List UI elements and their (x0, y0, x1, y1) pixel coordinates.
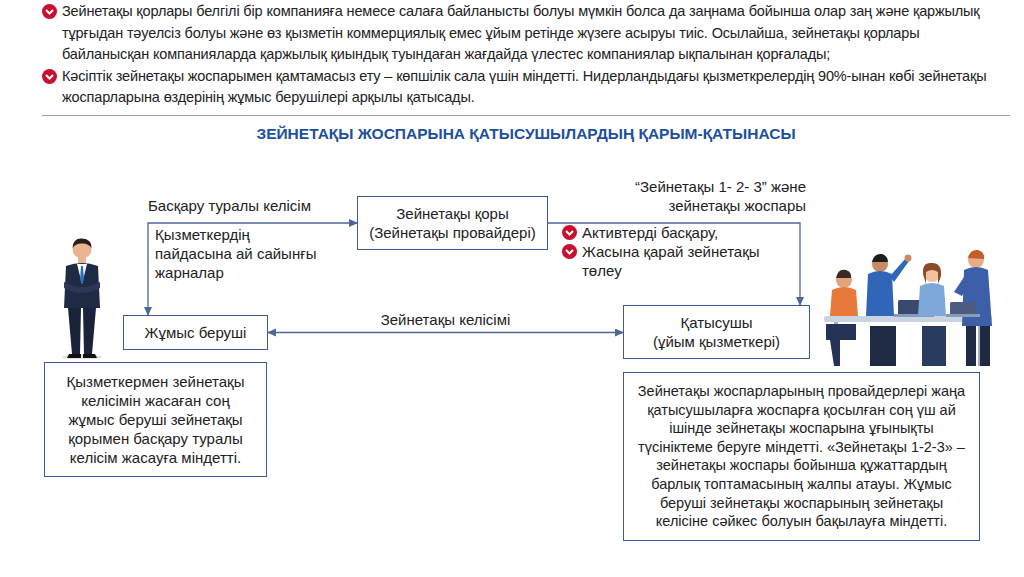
figure-shape (64, 263, 100, 308)
figure-shape (870, 326, 896, 366)
figure-shape (946, 314, 980, 317)
team-illustration (814, 244, 1006, 370)
box-text: Жұмыс беруші (132, 323, 259, 342)
box-text: (Зейнетақы провайдері) (366, 223, 539, 242)
figure-shape (77, 264, 87, 284)
figure-shape (80, 266, 84, 283)
participant-box: Қатысушы(ұйым қызметкері) (623, 305, 810, 359)
note-box: Қызметкермен зейнетақы келісімін жасаған… (44, 362, 267, 477)
edge-label: Зейнетақы келісімі (381, 310, 511, 329)
bullet-paragraph: Кәсіптік зейнетақы жоспарымен қамтамасыз… (42, 66, 1010, 109)
figure-shape (905, 255, 912, 262)
bullet-item: Активтерді басқару, (562, 223, 788, 242)
divider-rule (42, 115, 1010, 116)
figure-shape (954, 274, 970, 296)
figure-shape (826, 324, 856, 340)
duty-list: Активтерді басқару,Жасына қарай зейнетақ… (562, 223, 788, 280)
box-text: Қатысушы (632, 313, 801, 332)
figure-shape (62, 355, 102, 360)
figure-shape (83, 308, 96, 354)
figure-shape (950, 302, 976, 316)
figure-shape (918, 283, 946, 316)
figure-shape (836, 270, 851, 278)
edge-label: “Зейнетақы 1- 2- 3” және зейнетақы жоспа… (561, 177, 806, 215)
figure-shape (922, 326, 946, 366)
figure-shape (83, 354, 97, 358)
employer-box: Жұмыс беруші (123, 315, 268, 350)
intro-text: Зейнетақы қорлары белгілі бір компанияға… (42, 1, 1010, 143)
bullet-paragraph: Зейнетақы қорлары белгілі бір компанияға… (42, 1, 1010, 66)
note-box: Зейнетақы жоспарларының провайдерлері жа… (623, 372, 980, 541)
bullet-item: Жасына қарай зейнетақы төлеу (562, 242, 788, 280)
figure-shape (923, 263, 941, 284)
box-text: Зейнетақы жоспарларының провайдерлері жа… (636, 382, 967, 531)
flow-label: Қызметкердің пайдасына ай сайынғы жарнал… (155, 225, 325, 282)
figure-shape (68, 308, 81, 354)
connector-arrow (148, 223, 357, 315)
diagram-title: ЗЕЙНЕТАҚЫ ЖОСПАРЫНА ҚАТЫСУШЫЛАРДЫҢ ҚАРЫМ… (42, 125, 1010, 143)
fund-box: Зейнетақы қоры(Зейнетақы провайдері) (357, 196, 548, 250)
figure-shape (872, 254, 888, 262)
box-text: Зейнетақы қоры (366, 204, 539, 223)
figure-shape (890, 258, 909, 282)
figure-shape (830, 340, 840, 366)
box-text: Қызметкермен зейнетақы келісімін жасаған… (57, 372, 254, 467)
figure-shape (968, 250, 984, 259)
connector-arrow (548, 223, 800, 305)
figure-shape (980, 326, 990, 366)
figure-shape (866, 271, 894, 316)
businessman-figure (52, 236, 112, 360)
figure-shape (966, 326, 976, 366)
figure-shape (830, 287, 858, 316)
figure-shape (67, 354, 81, 358)
figure-shape (73, 238, 92, 248)
connector-arrow (268, 332, 623, 333)
edge-label: Басқару туралы келісім (148, 196, 313, 215)
figure-shape (64, 282, 100, 293)
box-text: (ұйым қызметкері) (632, 332, 801, 351)
